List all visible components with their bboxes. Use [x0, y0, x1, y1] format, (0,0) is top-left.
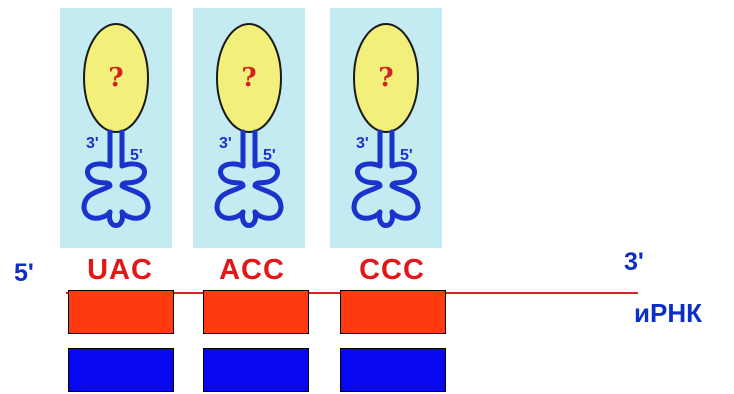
trna-cloverleaf-3 [351, 129, 421, 228]
codon-box-red-3 [340, 290, 446, 334]
trna-card-3: ? 3' 5' [330, 8, 442, 248]
amino-acid-oval-1 [83, 23, 149, 133]
trna-2-drawing [214, 23, 284, 228]
trna-end-3-label-3: 3' [356, 135, 369, 152]
trna-end-3-label-2: 3' [219, 135, 232, 152]
amino-acid-question-2: ? [241, 63, 257, 93]
trna-cloverleaf-2 [214, 129, 284, 228]
trna-cloverleaf-1 [81, 129, 151, 228]
trna-card-1: ? 3' 5' [60, 8, 172, 248]
trna-end-5-label-2: 5' [263, 147, 276, 164]
trna-3-drawing [351, 23, 421, 228]
codon-box-blue-2 [203, 348, 309, 392]
amino-acid-question-1: ? [108, 63, 124, 93]
trna-card-2: ? 3' 5' [193, 8, 305, 248]
amino-acid-oval-3 [353, 23, 419, 133]
mrna-3-end-label: 3' [624, 248, 644, 276]
amino-acid-question-3: ? [378, 63, 394, 93]
trna-end-5-label-3: 5' [400, 147, 413, 164]
amino-acid-oval-2 [216, 23, 282, 133]
anticodon-1: UAC [87, 254, 153, 286]
anticodon-2: ACC [219, 254, 285, 286]
anticodon-3: CCC [359, 254, 425, 286]
codon-box-red-1 [68, 290, 174, 334]
codon-box-blue-1 [68, 348, 174, 392]
mrna-5-end-label: 5' [14, 259, 34, 287]
trna-end-5-label-1: 5' [130, 147, 143, 164]
trna-1-drawing [81, 23, 151, 228]
codon-box-blue-3 [340, 348, 446, 392]
mrna-label: иРНК [634, 298, 702, 328]
trna-end-3-label-1: 3' [86, 135, 99, 152]
codon-box-red-2 [203, 290, 309, 334]
